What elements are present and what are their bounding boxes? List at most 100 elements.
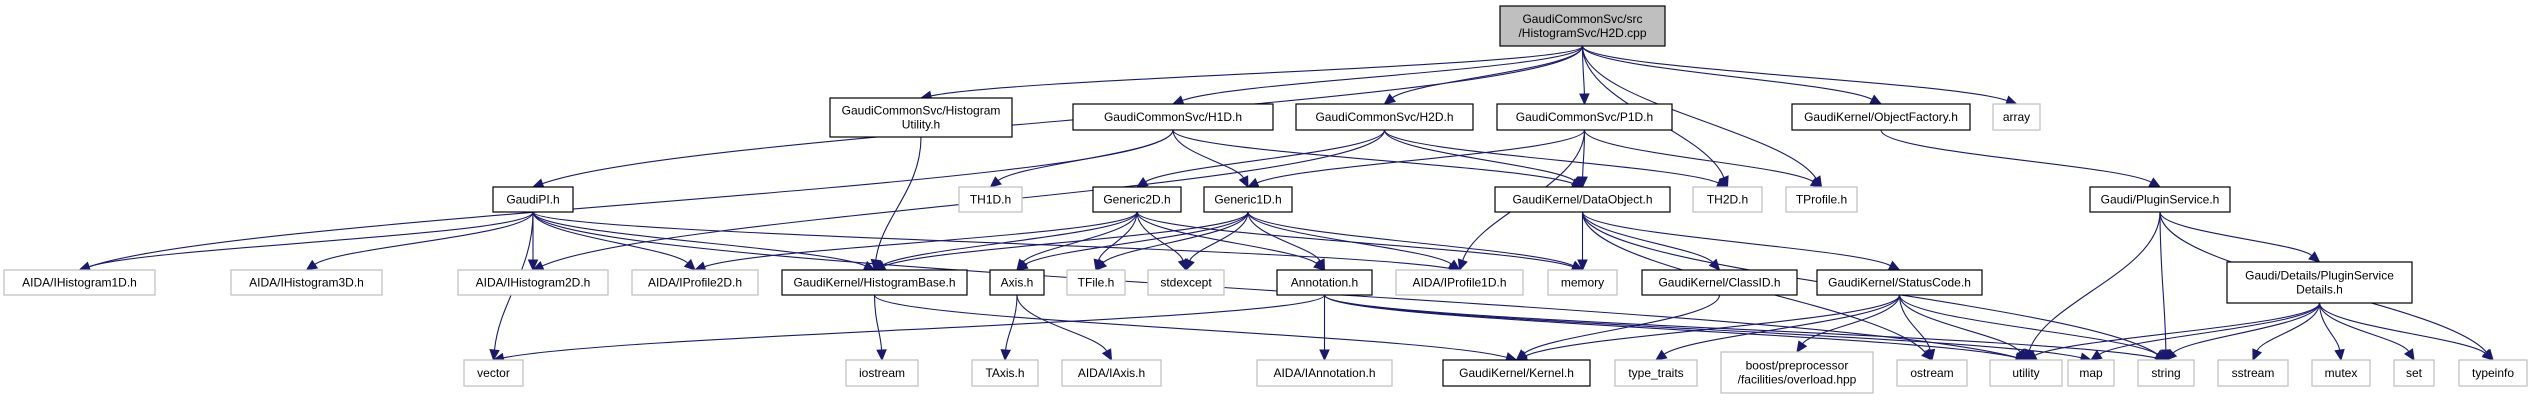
node-box[interactable]	[1791, 103, 1971, 131]
node-box	[2217, 359, 2289, 387]
edge-dataobject-to-memory	[1577, 211, 1588, 272]
edge-line	[2099, 302, 2321, 355]
edge-histbase-to-iostream	[873, 294, 887, 362]
edge-root-to-array	[1581, 45, 2018, 106]
node-label: GaudiKernel/ClassID.h	[1658, 276, 1780, 290]
node-h2d[interactable]: GaudiCommonSvc/H2D.h	[1295, 103, 1474, 131]
edge-line	[2256, 302, 2321, 352]
node-label: GaudiKernel/DataObject.h	[1512, 193, 1652, 207]
edge-generic1d-to-memory	[1247, 211, 1584, 271]
node-p1d[interactable]: GaudiCommonSvc/P1D.h	[1496, 103, 1673, 131]
node-box	[1896, 359, 1968, 387]
node-label: GaudiKernel/StatusCode.h	[1828, 276, 1971, 290]
edge-line	[1247, 211, 1321, 262]
edge-pluginservice-to-utility	[2024, 211, 2161, 362]
node-label: /facilities/overload.hpp	[1738, 373, 1857, 387]
node-memory: memory	[1547, 269, 1618, 296]
node-gaudipi[interactable]: GaudiPI.h	[492, 186, 574, 213]
node-objfactory[interactable]: GaudiKernel/ObjectFactory.h	[1791, 103, 1971, 131]
node-box[interactable]	[989, 269, 1045, 296]
node-annotation[interactable]: Annotation.h	[1276, 269, 1373, 296]
node-generic2d[interactable]: Generic2D.h	[1092, 186, 1182, 213]
edge-statuscode-to-typetraits	[1655, 294, 1901, 361]
node-label: sstream	[2232, 366, 2275, 380]
edge-generic1d-to-iprofile1d	[1247, 211, 1461, 271]
node-box[interactable]	[1496, 103, 1673, 131]
node-box[interactable]	[829, 97, 1013, 138]
node-generic1d[interactable]: Generic1D.h	[1203, 186, 1293, 213]
arrowhead-icon	[1319, 349, 1330, 362]
node-box[interactable]	[1816, 269, 1983, 296]
node-h1d[interactable]: GaudiCommonSvc/H1D.h	[1072, 103, 1274, 131]
node-box	[1061, 359, 1162, 387]
arrowhead-icon	[1095, 258, 1108, 271]
node-kernel[interactable]: GaudiKernel/Kernel.h	[1442, 359, 1591, 387]
node-root[interactable]: GaudiCommonSvc/src/HistogramSvc/H2D.cpp	[1499, 5, 1666, 47]
node-box[interactable]	[1203, 186, 1293, 213]
edge-statuscode-to-string	[1898, 294, 2168, 361]
node-pluginservice[interactable]: Gaudi/PluginService.h	[2089, 186, 2231, 213]
node-label: Gaudi/PluginService.h	[2101, 193, 2220, 207]
edge-line	[1098, 211, 1138, 261]
node-label: GaudiCommonSvc/src	[1522, 12, 1642, 26]
arrowhead-icon	[876, 349, 887, 362]
node-box[interactable]	[1276, 269, 1373, 296]
node-statuscode[interactable]: GaudiKernel/StatusCode.h	[1816, 269, 1983, 296]
arrowhead-icon	[1185, 258, 1195, 272]
edge-psdetails-to-set	[2318, 302, 2415, 362]
node-box	[463, 359, 524, 387]
node-box	[1614, 359, 1698, 387]
arrowhead-icon	[1869, 94, 1883, 105]
arrowhead-icon	[989, 176, 1002, 188]
node-box[interactable]	[1499, 5, 1666, 47]
node-label: array	[2003, 110, 2030, 124]
nodes-layer: GaudiCommonSvc/src/HistogramSvc/H2D.cppG…	[3, 5, 2528, 394]
edge-line	[532, 211, 689, 264]
edge-annotation-to-vector	[492, 294, 1326, 364]
edge-line	[503, 294, 1326, 359]
node-classid[interactable]: GaudiKernel/ClassID.h	[1641, 269, 1798, 296]
node-box	[971, 359, 1039, 387]
arrowhead-icon	[683, 258, 696, 271]
arrowhead-icon	[2481, 349, 2494, 361]
node-box[interactable]	[1092, 186, 1182, 213]
edge-line	[875, 136, 922, 261]
node-label: Utility.h	[902, 118, 940, 132]
node-box[interactable]	[2226, 261, 2413, 304]
node-box[interactable]	[1494, 186, 1671, 213]
edge-p1d-to-generic1d	[1246, 129, 1586, 188]
edge-axis-to-taxis	[1000, 294, 1018, 362]
edge-gaudipi-to-ihist3d	[305, 211, 534, 271]
edge-line	[1581, 211, 1891, 267]
node-box[interactable]	[2089, 186, 2231, 213]
node-taxis: TAxis.h	[971, 359, 1039, 387]
edge-generic2d-to-memory	[1136, 211, 1584, 272]
node-box	[631, 269, 759, 296]
node-box[interactable]	[1072, 103, 1274, 131]
edge-annotation-to-utility	[1323, 294, 2028, 363]
node-th2d: TH2D.h	[1692, 186, 1763, 213]
arrowhead-icon	[2165, 348, 2178, 361]
edge-line	[704, 211, 1138, 268]
edge-line	[883, 211, 1249, 267]
node-box[interactable]	[1295, 103, 1474, 131]
arrowhead-icon	[1447, 259, 1461, 271]
node-label: AIDA/IProfile1D.h	[1412, 276, 1506, 290]
node-box	[2458, 359, 2528, 387]
edge-dataobject-to-classid	[1581, 211, 1721, 271]
edge-line	[2318, 302, 2341, 351]
node-dataobject[interactable]: GaudiKernel/DataObject.h	[1494, 186, 1671, 213]
node-utility: utility	[1989, 359, 2063, 387]
node-ihist3d: AIDA/IHistogram3D.h	[230, 269, 383, 296]
node-axis[interactable]: Axis.h	[989, 269, 1045, 296]
node-histbase[interactable]: GaudiKernel/HistogramBase.h	[781, 269, 968, 296]
node-box[interactable]	[1442, 359, 1591, 387]
node-box[interactable]	[781, 269, 968, 296]
node-box[interactable]	[1641, 269, 1798, 296]
edge-gaudipi-to-iprofile2d	[532, 211, 696, 271]
node-label: memory	[1561, 276, 1604, 290]
edge-line	[2159, 211, 2167, 351]
node-box[interactable]	[492, 186, 574, 213]
